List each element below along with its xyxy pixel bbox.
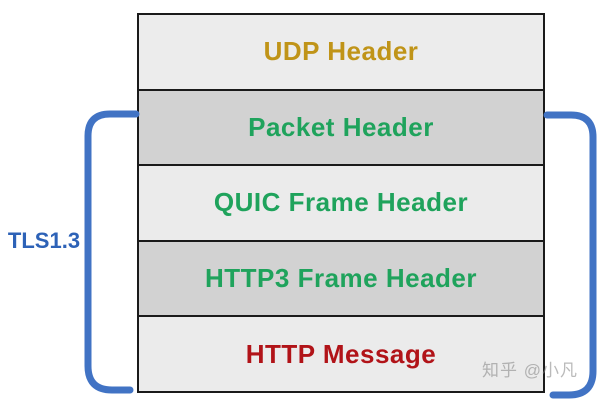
tls-version-label: TLS1.3 xyxy=(7,228,81,253)
http3-frame-header-label: HTTP3 Frame Header xyxy=(205,263,477,294)
stack-row-http3-frame-header: HTTP3 Frame Header xyxy=(139,241,543,318)
stack-row-udp-header: UDP Header xyxy=(139,15,543,91)
left-bracket-icon xyxy=(84,110,140,394)
stack-row-http-message: HTTP Message xyxy=(139,317,543,391)
right-bracket-icon xyxy=(543,111,597,399)
watermark: 知乎 @小凡 xyxy=(482,361,578,380)
stack-row-quic-frame-header: QUIC Frame Header xyxy=(139,166,543,242)
udp-header-label: UDP Header xyxy=(263,36,419,67)
packet-header-label: Packet Header xyxy=(248,111,434,142)
stack-row-packet-header: Packet Header xyxy=(139,90,543,167)
http-message-label: HTTP Message xyxy=(245,338,437,369)
protocol-stack-box: UDP Header Packet Header QUIC Frame Head… xyxy=(137,13,545,393)
quic-frame-header-label: QUIC Frame Header xyxy=(213,187,469,218)
